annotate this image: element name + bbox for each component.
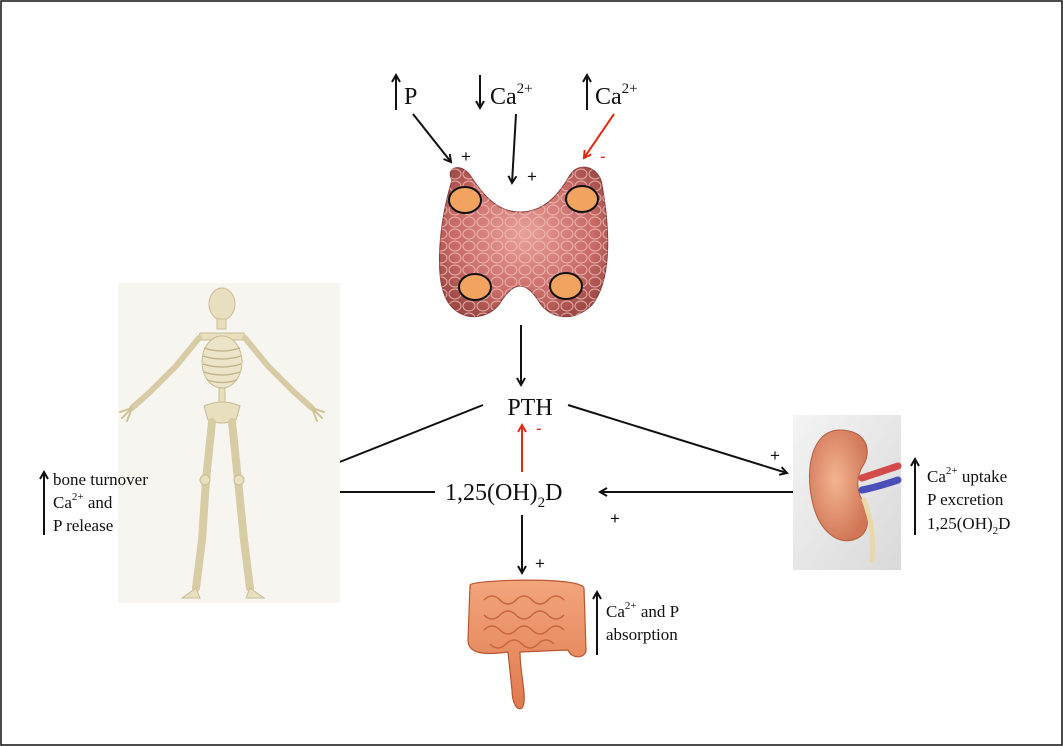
bone-effect-line2: Ca2+ and (53, 491, 113, 512)
intestine-effect-line2: absorption (606, 625, 678, 644)
neck-icon (217, 319, 226, 329)
bone-effect-line3: P release (53, 516, 113, 535)
kidney-effect-line2: P excretion (927, 490, 1004, 509)
sign-vitd-to-pth: - (536, 419, 542, 438)
parathyroid-spot-lower-right (550, 273, 582, 299)
sign-ca-up-to-gland: - (600, 147, 606, 166)
right-knee-icon (234, 475, 244, 485)
kidney-effects: Ca2+ uptake P excretion 1,25(OH)2D (915, 459, 1010, 537)
sign-p-to-gland: + (461, 147, 471, 166)
kidney (793, 415, 901, 570)
skull-icon (209, 288, 235, 320)
sign-pth-to-kidney: + (770, 446, 780, 465)
kidney-effect-line1: Ca2+ uptake (927, 465, 1007, 486)
parathyroid-spot-lower-left (459, 274, 491, 300)
parathyroid-spot-upper-left (449, 187, 481, 213)
parathyroid-spot-upper-right (566, 186, 598, 212)
stimulus-p-label: P (404, 84, 417, 110)
skeleton-backdrop (118, 283, 340, 603)
bone-effect-line1: bone turnover (53, 470, 148, 489)
pth-node: PTH (507, 395, 552, 421)
sign-vitd-to-intestine: + (535, 554, 545, 573)
sign-kidney-to-vitd: + (610, 509, 620, 528)
left-knee-icon (200, 475, 210, 485)
skeleton (118, 283, 340, 603)
intestine-effect-line1: Ca2+ and P (606, 600, 679, 621)
sign-ca-down-to-gland: + (527, 167, 537, 186)
